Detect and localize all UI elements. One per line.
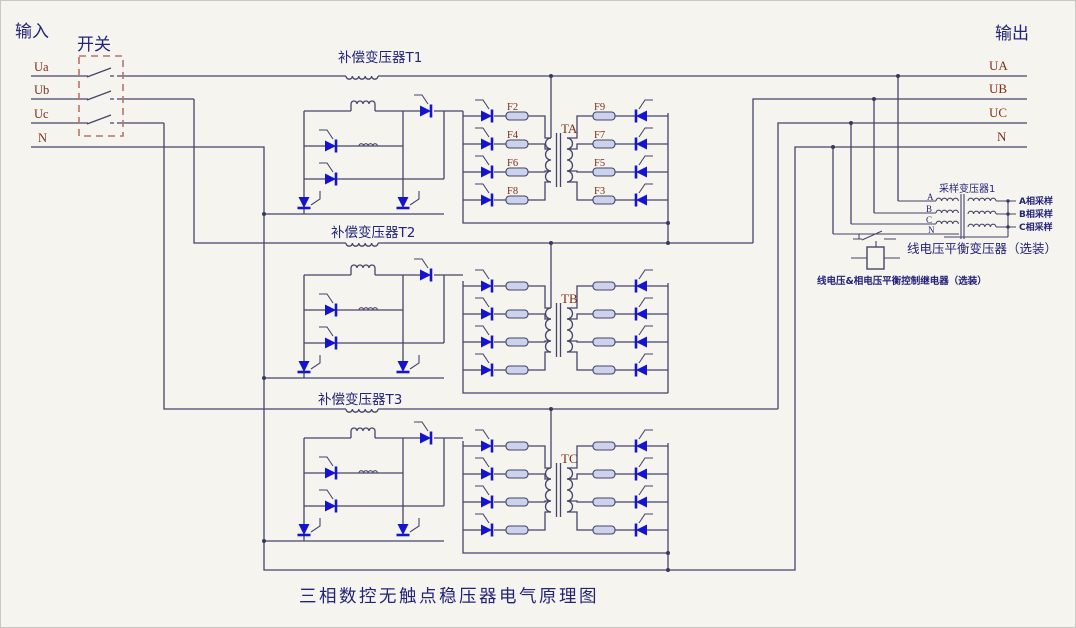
sampling-primary-n: N <box>928 225 935 235</box>
sampling-secondary-b: B相采样 <box>1019 208 1053 220</box>
fuse-label-f2: F2 <box>507 102 518 113</box>
junction-dots <box>262 74 1010 572</box>
switch-blade-a <box>84 67 115 78</box>
tb-label: TB <box>561 291 578 306</box>
switch-blade-b <box>84 90 115 101</box>
switch-blade-c <box>84 114 115 125</box>
main-switch <box>78 55 124 137</box>
rail-neutral <box>31 146 1027 571</box>
sampling-secondary-a: A相采样 <box>1019 195 1053 207</box>
fuse-label-f4: F4 <box>507 130 519 141</box>
sampling-primary-b: B <box>926 204 932 214</box>
tc-transformer-icon <box>544 462 574 518</box>
fuse-label-f7: F7 <box>594 130 605 141</box>
t2-label: 补偿变压器T2 <box>331 225 415 241</box>
output-phase-c-label: UC <box>989 105 1007 120</box>
input-heading: 输入 <box>15 22 49 42</box>
output-phase-a-label: UA <box>989 58 1008 73</box>
balance-relay <box>851 230 900 270</box>
diagram-title: 三相数控无触点稳压器电气原理图 <box>299 587 599 607</box>
output-phase-b-label: UB <box>989 81 1007 96</box>
fuse-label-f9: F9 <box>594 102 605 113</box>
fuse-label-f3: F3 <box>594 186 605 197</box>
sampling-secondary-c: C相采样 <box>1019 221 1053 233</box>
balance-transformer-label: 线电压平衡变压器（选装） <box>907 241 1057 256</box>
section-t1 <box>264 75 669 243</box>
t3-primary-coil <box>345 408 379 413</box>
tc-regulator-block <box>462 409 669 570</box>
sampling-drop-wires <box>832 76 899 234</box>
rail-phase-c <box>31 122 1027 410</box>
sampling-primary-c: C <box>926 215 932 225</box>
switch-dashed-box <box>78 55 124 137</box>
t2-primary-coil <box>345 242 379 247</box>
input-phase-c-label: Uc <box>34 107 49 121</box>
fuse-label-f8: F8 <box>507 186 518 197</box>
relay-switch-blade <box>861 230 883 241</box>
tb-regulator-block <box>462 243 669 394</box>
input-phase-b-label: Ub <box>34 83 49 97</box>
tc-label: TC <box>561 451 578 466</box>
relay-coil-box <box>866 246 885 270</box>
section-t3 <box>264 408 669 570</box>
ta-label: TA <box>561 121 578 136</box>
t1-primary-coil <box>345 75 379 80</box>
sampling-core <box>960 194 965 239</box>
t3-label: 补偿变压器T3 <box>318 392 402 408</box>
section-t2 <box>264 242 669 394</box>
input-neutral-label: N <box>38 131 47 145</box>
sampling-title: 采样变压器1 <box>939 182 995 195</box>
sampling-transformer <box>832 76 1016 239</box>
t1-label: 补偿变压器T1 <box>338 50 422 66</box>
input-phase-a-label: Ua <box>34 60 49 74</box>
tb-transformer-icon <box>544 302 574 358</box>
t1-thyristor-block <box>298 95 464 214</box>
t3-thyristor-block <box>298 422 464 541</box>
switch-label: 开关 <box>77 35 111 55</box>
output-heading: 输出 <box>995 24 1029 44</box>
ta-transformer-icon <box>544 132 574 188</box>
fuse-label-f5: F5 <box>594 158 605 169</box>
sampling-primary-a: A <box>927 192 934 202</box>
rail-phase-b <box>31 98 1027 244</box>
output-neutral-label: N <box>997 129 1007 144</box>
balance-relay-label: 线电压&相电压平衡控制继电器（选装） <box>817 275 987 287</box>
sampling-return-wire <box>944 201 1009 238</box>
t2-thyristor-block <box>298 259 464 378</box>
fuse-label-f6: F6 <box>507 158 518 169</box>
ta-regulator-block <box>462 76 669 243</box>
